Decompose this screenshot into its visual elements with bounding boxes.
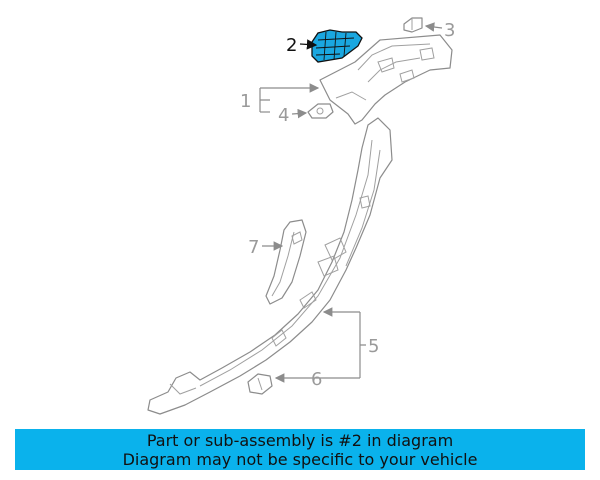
banner-line-2: Diagram may not be specific to your vehi… [122,450,478,469]
callout-7: 7 [248,237,259,258]
callout-6: 6 [311,369,322,390]
info-banner: Part or sub-assembly is #2 in diagram Di… [15,429,585,470]
callout-1: 1 [240,91,251,112]
leader-lines [259,22,443,383]
part-7-side-trim [265,219,307,305]
callout-5: 5 [368,336,379,357]
part-5-lower-pillar-trim [147,117,393,415]
callout-4: 4 [278,105,289,126]
banner-line-1: Part or sub-assembly is #2 in diagram [146,431,454,450]
part-2-bracket-highlighted [311,29,363,63]
callout-3: 3 [444,20,455,41]
part-3-clip [403,17,423,33]
callout-2: 2 [286,35,297,56]
part-1-upper-pillar-trim [319,34,453,125]
part-4-fastener [307,103,334,119]
part-6-clip [247,373,273,395]
